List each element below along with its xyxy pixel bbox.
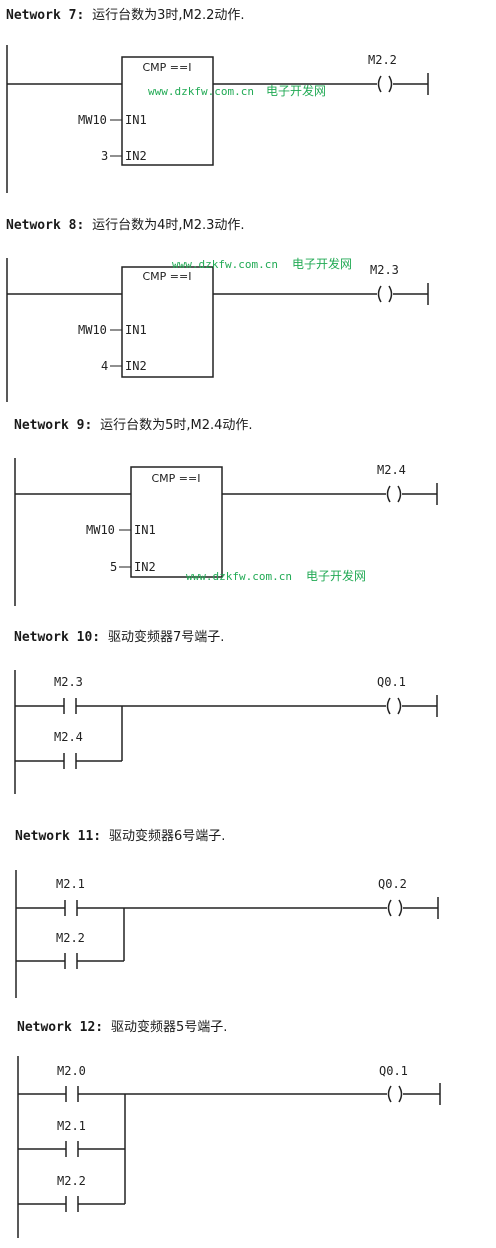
ladder-rung: M2.3 M2.4 Q0.1 <box>14 670 438 794</box>
network-header: Network 7: 运行台数为3时,M2.2动作. <box>6 8 245 23</box>
coil-label: Q0.2 <box>378 877 407 891</box>
contact-label: M2.0 <box>57 1064 86 1078</box>
watermark-text: 电子开发网 <box>266 83 326 98</box>
network-8: Network 8: 运行台数为4时,M2.3动作. CMP ==I MW10 … <box>0 210 496 410</box>
watermark-url: www.dzkfw.com.cn <box>186 570 292 583</box>
in1-label: IN1 <box>134 523 156 537</box>
coil <box>387 1083 441 1105</box>
contact-2 <box>16 908 125 969</box>
cmp-box-title: CMP ==I <box>152 472 201 485</box>
in2-label: IN2 <box>125 359 147 373</box>
network-label: Network 8 <box>6 218 77 233</box>
network-header: Network 11: 驱动变频器6号端子. <box>15 829 226 844</box>
contact-1 <box>16 900 387 916</box>
network-comment: 运行台数为4时,M2.3动作. <box>92 218 245 233</box>
ladder-rung: M2.1 M2.2 Q0.2 <box>15 870 439 998</box>
in1-operand: MW10 <box>78 323 107 337</box>
network-label: Network 10 <box>14 630 93 645</box>
coil-label: M2.3 <box>370 263 399 277</box>
watermark-url: www.dzkfw.com.cn <box>148 85 254 98</box>
network-label: Network 11 <box>15 829 94 844</box>
contact-label: M2.2 <box>56 931 85 945</box>
network-9: Network 9: 运行台数为5时,M2.4动作. CMP ==I MW10 … <box>0 410 496 622</box>
network-comment: 驱动变频器5号端子. <box>110 1020 228 1035</box>
contact-1 <box>18 1086 387 1102</box>
cmp-box <box>121 266 214 378</box>
in2-operand: 5 <box>110 560 117 574</box>
network-header: Network 12: 驱动变频器5号端子. <box>17 1020 228 1035</box>
network-header: Network 10: 驱动变频器7号端子. <box>14 630 225 645</box>
contact-3 <box>18 1196 125 1212</box>
in2-operand: 4 <box>101 359 108 373</box>
contact-label: M2.4 <box>54 730 83 744</box>
contact-label: M2.1 <box>57 1119 86 1133</box>
network-comment: 驱动变频器6号端子. <box>108 829 226 844</box>
network-label: Network 9 <box>14 418 85 433</box>
in2-label: IN2 <box>134 560 156 574</box>
watermark-text: 电子开发网 <box>306 568 366 583</box>
network-header: Network 9: 运行台数为5时,M2.4动作. <box>14 418 253 433</box>
in2-label: IN2 <box>125 149 147 163</box>
contact-label: M2.3 <box>54 675 83 689</box>
coil-label: Q0.1 <box>379 1064 408 1078</box>
contact-1 <box>15 698 386 714</box>
coil-label: Q0.1 <box>377 675 406 689</box>
network-comment: 运行台数为5时,M2.4动作. <box>100 418 253 433</box>
cmp-box <box>121 56 214 166</box>
contact-label: M2.2 <box>57 1174 86 1188</box>
ladder-rung: M2.0 M2.1 M2.2 Q0.1 <box>17 1056 441 1238</box>
coil-label: M2.4 <box>377 463 406 477</box>
network-7: Network 7: 运行台数为3时,M2.2动作. CMP ==I MW10 … <box>0 0 496 210</box>
in2-operand: 3 <box>101 149 108 163</box>
network-comment: 驱动变频器7号端子. <box>107 630 225 645</box>
ladder-rung: CMP ==I MW10 IN1 5 IN2 M2.4 www.dzkfw.co… <box>14 458 438 606</box>
cmp-box-title: CMP ==I <box>143 270 192 283</box>
network-label: Network 12 <box>17 1020 96 1035</box>
network-10: Network 10: 驱动变频器7号端子. M2.3 M2.4 Q0.1 <box>0 622 496 820</box>
coil <box>377 73 429 95</box>
network-11: Network 11: 驱动变频器6号端子. M2.1 M2.2 Q0.2 <box>0 820 496 1012</box>
cmp-box-title: CMP ==I <box>143 61 192 74</box>
ladder-rung: CMP ==I MW10 IN1 4 IN2 M2.3 www.dzkfw.co… <box>6 256 429 402</box>
network-comment: 运行台数为3时,M2.2动作. <box>92 8 245 23</box>
coil <box>387 897 439 919</box>
contact-2 <box>15 706 123 769</box>
contact-2 <box>18 1141 125 1157</box>
coil <box>386 483 438 505</box>
network-12: Network 12: 驱动变频器5号端子. M2.0 M2.1 M2.2 <box>0 1012 496 1248</box>
in1-operand: MW10 <box>86 523 115 537</box>
ladder-rung: CMP ==I MW10 IN1 3 IN2 M2.2 www.dzkfw.co… <box>6 45 429 193</box>
contact-label: M2.1 <box>56 877 85 891</box>
network-header: Network 8: 运行台数为4时,M2.3动作. <box>6 218 245 233</box>
coil-label: M2.2 <box>368 53 397 67</box>
cmp-box <box>130 466 223 578</box>
coil <box>386 695 438 717</box>
network-label: Network 7 <box>6 8 77 23</box>
coil <box>377 283 429 305</box>
watermark-text: 电子开发网 <box>292 256 352 271</box>
watermark-url: www.dzkfw.com.cn <box>172 258 278 271</box>
in1-operand: MW10 <box>78 113 107 127</box>
in1-label: IN1 <box>125 323 147 337</box>
in1-label: IN1 <box>125 113 147 127</box>
